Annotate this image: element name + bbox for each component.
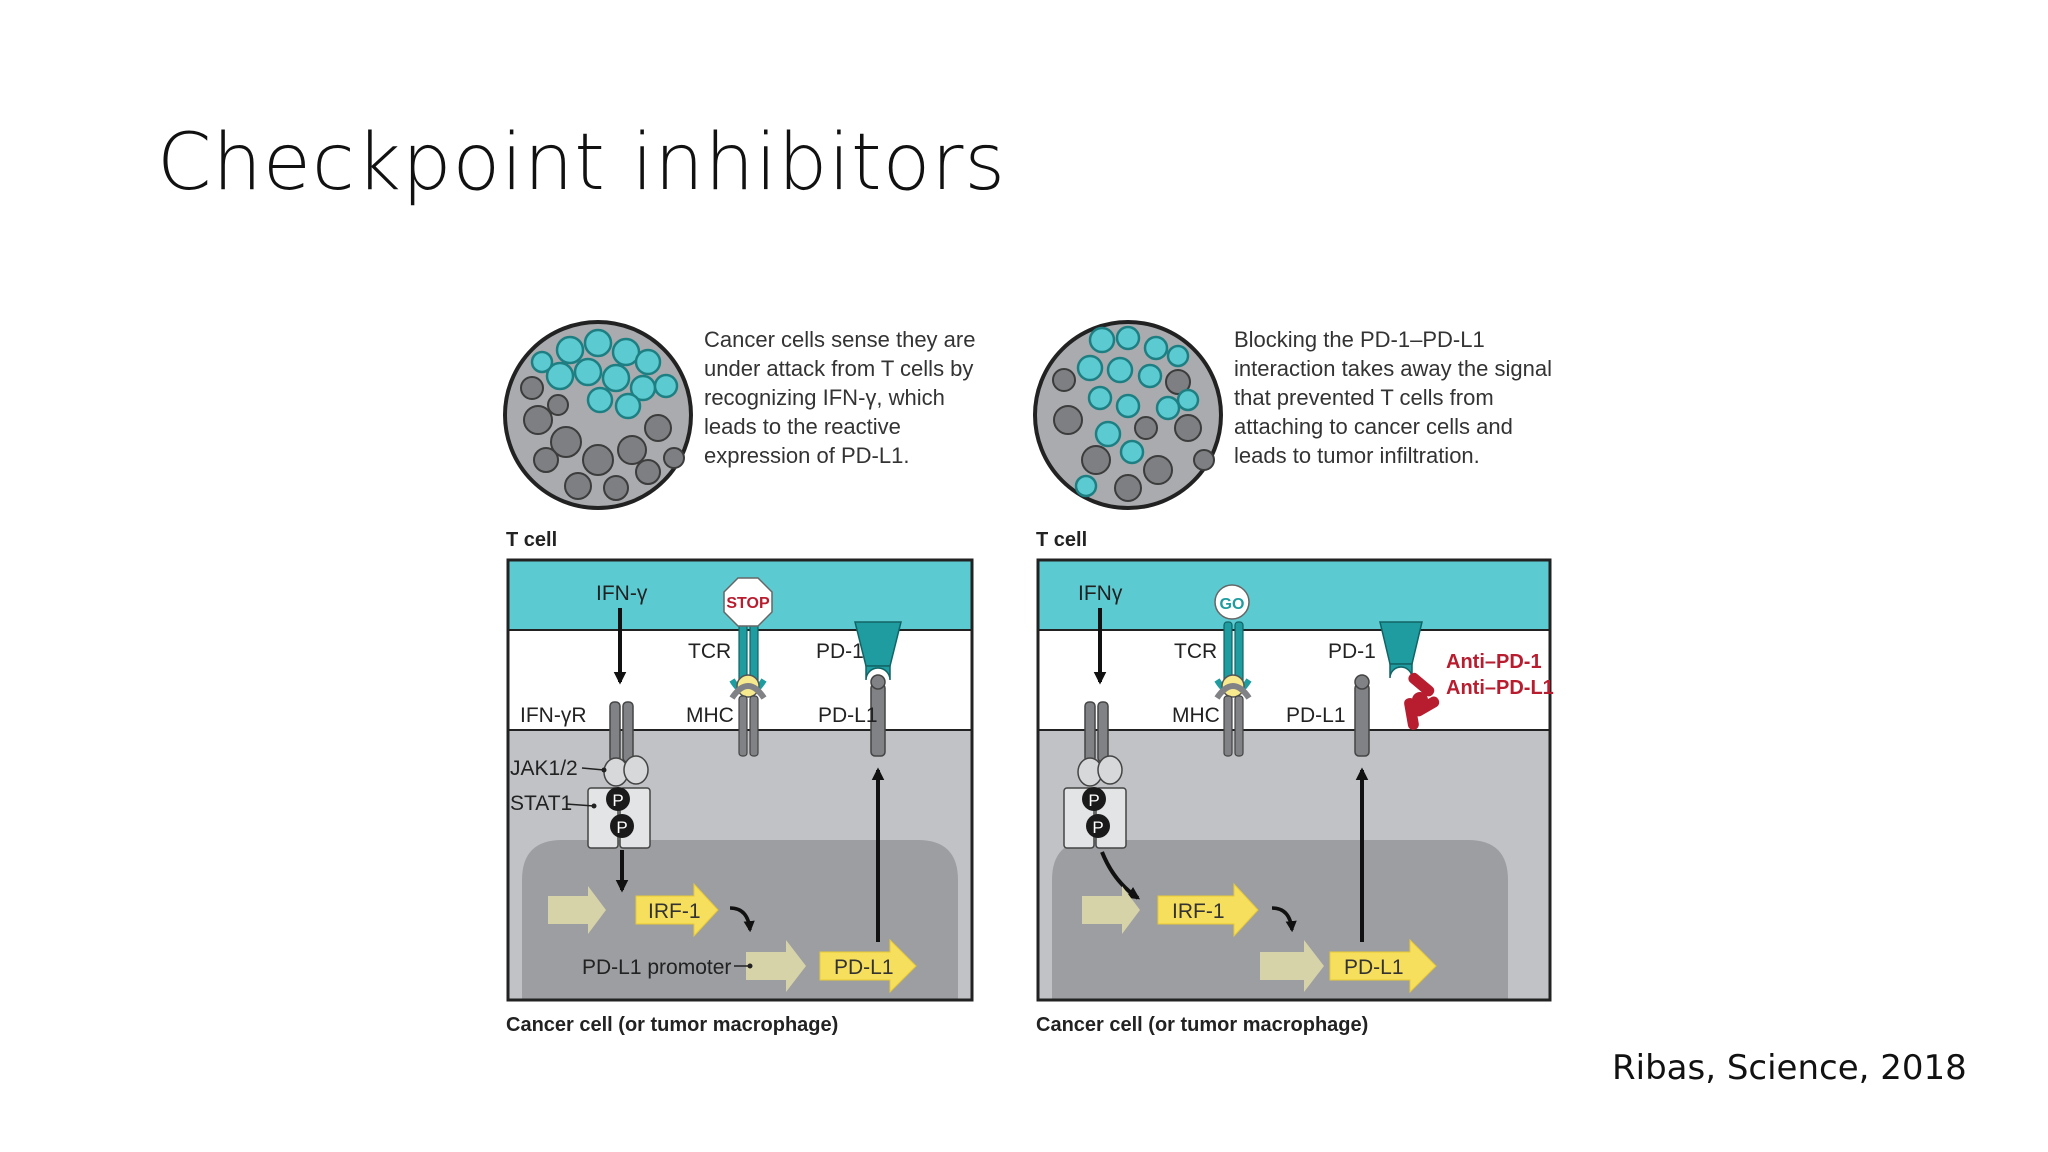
description-line: attaching to cancer cells and xyxy=(1234,414,1513,439)
description-line: interaction takes away the signal xyxy=(1234,356,1552,381)
pd1-label: PD-1 xyxy=(816,640,864,663)
tcr-label: TCR xyxy=(688,640,731,663)
description-left: Cancer cells sense they are under attack… xyxy=(704,327,982,468)
pdl1-label: PD-L1 xyxy=(1286,704,1346,727)
panel-left: Cancer cells sense they are under attack… xyxy=(503,320,982,1036)
pd1-receptor xyxy=(854,621,902,681)
antibody-icon xyxy=(1404,672,1440,730)
tumor-circle-left xyxy=(503,320,693,510)
phosphate-2: P xyxy=(1086,814,1110,838)
panel-frame xyxy=(506,558,974,1002)
description-line: that prevented T cells from xyxy=(1234,385,1494,410)
checkpoint-figure: Cancer cells sense they are under attack… xyxy=(503,320,1558,1036)
description-line: expression of PD-L1. xyxy=(704,443,909,468)
irf1-label: IRF-1 xyxy=(648,900,701,923)
ifn-gamma-receptor xyxy=(1084,701,1109,763)
stat1-label: STAT1 xyxy=(510,792,572,815)
pdl1-promoter-arrow xyxy=(746,940,806,992)
ifn-gamma-receptor-label: IFN-γR xyxy=(520,704,587,727)
jak-proteins xyxy=(1077,755,1123,787)
go-label: GO xyxy=(1220,596,1245,613)
pdl1-gene-label: PD-L1 xyxy=(834,956,894,979)
go-sign-icon: GO xyxy=(1214,584,1250,620)
pdl1-ligand xyxy=(870,674,886,757)
irf1-label: IRF-1 xyxy=(1172,900,1225,923)
mhc-label: MHC xyxy=(1172,704,1220,727)
description-right: Blocking the PD-1–PD-L1 interaction take… xyxy=(1234,327,1558,468)
pdl1-gene-arrow xyxy=(1329,938,1437,994)
citation: Ribas, Science, 2018 xyxy=(1612,1048,1967,1088)
tumor-circle-right xyxy=(1033,320,1223,510)
pd1-label: PD-1 xyxy=(1328,640,1376,663)
stop-label: STOP xyxy=(726,595,770,612)
description-line: under attack from T cells by xyxy=(704,356,973,381)
ifn-gamma-label: IFN-γ xyxy=(596,582,648,605)
stop-sign-icon: STOP xyxy=(723,577,773,627)
svg-text:P: P xyxy=(1092,818,1103,837)
cancer-cell-label: Cancer cell (or tumor macrophage) xyxy=(506,1014,838,1036)
pd1-receptor xyxy=(1379,621,1423,679)
cancer-cell-label: Cancer cell (or tumor macrophage) xyxy=(1036,1014,1368,1036)
anti-pdl1-label: Anti–PD-L1 xyxy=(1446,677,1554,699)
description-line: recognizing IFN-γ, which xyxy=(704,385,945,410)
irf-promoter-arrow xyxy=(1082,886,1140,934)
description-line: leads to tumor infiltration. xyxy=(1234,443,1480,468)
ifn-gamma-receptor xyxy=(609,701,634,763)
t-cell-label: T cell xyxy=(506,529,557,551)
phosphate-1: P xyxy=(1082,787,1106,811)
t-cell-label: T cell xyxy=(1036,529,1087,551)
pdl1-promoter-arrow xyxy=(1260,940,1324,992)
phosphate-2: P xyxy=(610,814,634,838)
tcr-mhc-complex xyxy=(729,621,767,757)
slide-title: Checkpoint inhibitors xyxy=(157,118,1007,208)
panel-frame xyxy=(1036,558,1552,1002)
jak-label: JAK1/2 xyxy=(510,757,578,780)
tcr-mhc-complex xyxy=(1214,621,1252,757)
t-cell-region xyxy=(1038,560,1550,630)
phosphate-1: P xyxy=(606,787,630,811)
tcr-label: TCR xyxy=(1174,640,1217,663)
irf1-arrow xyxy=(1271,906,1297,933)
svg-text:P: P xyxy=(612,791,623,810)
ifn-gamma-label: IFNγ xyxy=(1078,582,1123,605)
irf-promoter-arrow xyxy=(548,886,606,934)
description-line: Blocking the PD-1–PD-L1 xyxy=(1234,327,1485,352)
pdl1-gene-arrow xyxy=(819,938,917,994)
pdl1-gene-label: PD-L1 xyxy=(1344,956,1404,979)
anti-pd1-label: Anti–PD-1 xyxy=(1446,651,1542,673)
irf1-gene-arrow xyxy=(1157,882,1259,938)
irf1-arrow xyxy=(729,906,755,933)
irf1-gene-arrow xyxy=(635,882,719,938)
stat-arrow xyxy=(1100,851,1141,900)
svg-text:P: P xyxy=(616,818,627,837)
pdl1-promoter-label: PD-L1 promoter xyxy=(582,956,731,979)
svg-text:P: P xyxy=(1088,791,1099,810)
pdl1-ligand xyxy=(1354,674,1370,757)
synapse-region xyxy=(1038,630,1550,730)
mhc-label: MHC xyxy=(686,704,734,727)
description-line: leads to the reactive xyxy=(704,414,901,439)
panel-right: Blocking the PD-1–PD-L1 interaction take… xyxy=(1033,320,1558,1036)
pdl1-label: PD-L1 xyxy=(818,704,878,727)
description-line: Cancer cells sense they are xyxy=(704,327,975,352)
